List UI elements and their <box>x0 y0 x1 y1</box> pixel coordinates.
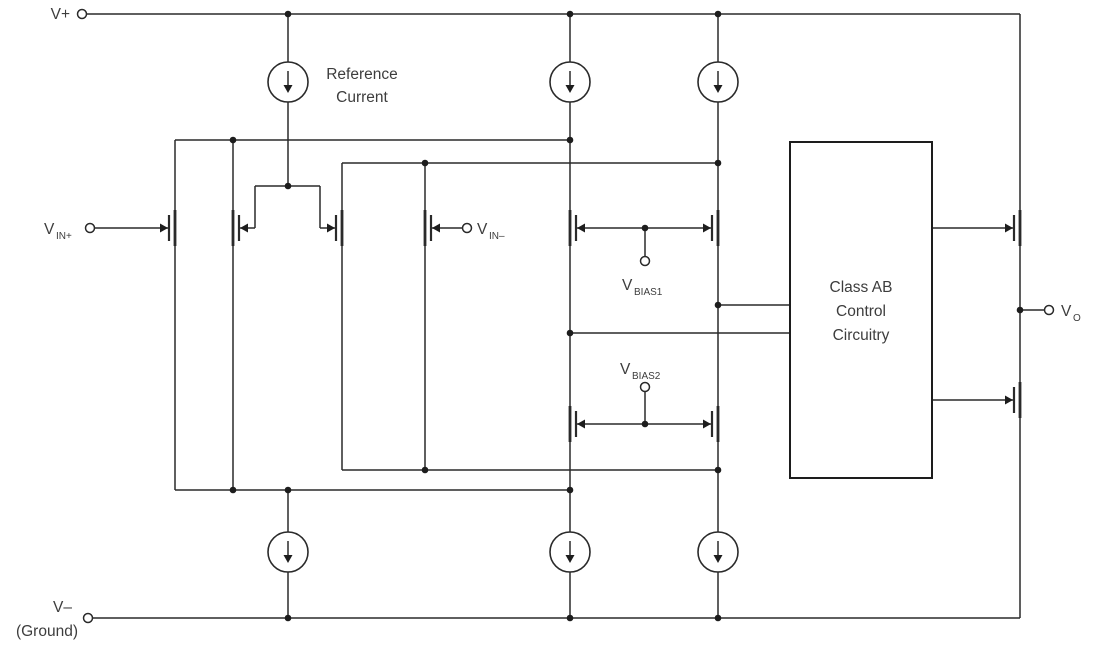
cascode-fet-top-right <box>645 210 720 246</box>
vout-terminal <box>1043 304 1055 316</box>
vbias1-label: V <box>622 277 633 294</box>
reference-current-label-line1: Reference <box>326 66 398 83</box>
fet-arrow-icon <box>240 223 248 233</box>
down-arrow-icon <box>283 555 293 563</box>
class-ab-box <box>789 141 933 479</box>
current-source-bottom-left <box>267 531 309 573</box>
vbias2-terminal <box>639 381 651 393</box>
vin-plus-label: V <box>44 221 55 238</box>
output-fet-bottom <box>932 382 1022 418</box>
input-fet-vinplus <box>95 140 177 490</box>
junction-dot <box>229 136 237 144</box>
vout-label: V <box>1061 303 1072 320</box>
junction-dot <box>714 10 722 18</box>
junction-dot <box>714 614 722 622</box>
junction-dot <box>421 159 429 167</box>
current-source-top-left <box>267 61 309 103</box>
class-ab-label-line1: Class AB <box>830 279 893 296</box>
class-ab-label-line3: Circuitry <box>833 327 890 344</box>
v-plus-terminal <box>76 8 88 20</box>
junction-dot <box>284 486 292 494</box>
down-arrow-icon <box>565 555 575 563</box>
input-fet-vinminus <box>423 163 462 470</box>
junction-dot <box>566 486 574 494</box>
current-source-top-middle <box>549 61 591 103</box>
v-plus-label: V+ <box>51 6 70 23</box>
junction-dot <box>566 614 574 622</box>
reference-current-label-line2: Current <box>336 89 388 106</box>
labels: V+ V– (Ground) V IN+ V IN– V BIAS1 V BIA… <box>16 6 1081 640</box>
vin-plus-label-sub: IN+ <box>56 231 72 242</box>
junction-dot <box>1016 306 1024 314</box>
input-fet-inner-left <box>231 140 255 490</box>
fet-arrow-icon <box>160 223 168 233</box>
junction-dot <box>284 10 292 18</box>
class-ab-label-line2: Control <box>836 303 886 320</box>
fet-arrow-icon <box>432 223 440 233</box>
fet-arrow-icon <box>1005 223 1013 233</box>
junction-dot <box>566 329 574 337</box>
terminals <box>76 8 1055 624</box>
vin-minus-label-sub: IN– <box>489 231 505 242</box>
fet-arrow-icon <box>577 223 585 233</box>
down-arrow-icon <box>713 555 723 563</box>
junction-dot <box>229 486 237 494</box>
junction-dot <box>714 301 722 309</box>
cascode-fet-top-left <box>568 210 645 246</box>
fet-arrow-icon <box>703 419 711 429</box>
vout-label-sub: O <box>1073 313 1081 324</box>
junction-dot <box>641 420 649 428</box>
cascode-fet-bottom-right <box>645 406 720 442</box>
current-source-top-right <box>697 61 739 103</box>
junction-dots <box>229 10 1024 622</box>
fet-arrow-icon <box>1005 395 1013 405</box>
fet-arrow-icon <box>703 223 711 233</box>
vin-minus-terminal <box>461 222 473 234</box>
vbias2-label-sub: BIAS2 <box>632 371 661 382</box>
junction-dot <box>714 159 722 167</box>
junction-dot <box>566 10 574 18</box>
junction-dot <box>284 182 292 190</box>
cascode-fet-bottom-left <box>568 406 645 442</box>
class-ab-block: Class AB Control Circuitry <box>789 141 933 479</box>
down-arrow-icon <box>565 85 575 93</box>
vbias2-label: V <box>620 361 631 378</box>
input-fet-inner-right <box>320 163 344 470</box>
output-fet-top <box>932 210 1022 246</box>
v-minus-label: V– <box>53 599 72 616</box>
fet-arrow-icon <box>577 419 585 429</box>
vbias1-label-sub: BIAS1 <box>634 287 663 298</box>
junction-dot <box>421 466 429 474</box>
current-source-bottom-right <box>697 531 739 573</box>
vin-minus-label: V <box>477 221 488 238</box>
v-minus-terminal <box>82 612 94 624</box>
fet-arrow-icon <box>327 223 335 233</box>
junction-dot <box>566 136 574 144</box>
current-source-bottom-middle <box>549 531 591 573</box>
down-arrow-icon <box>283 85 293 93</box>
ground-label: (Ground) <box>16 623 78 640</box>
junction-dot <box>641 224 649 232</box>
down-arrow-icon <box>713 85 723 93</box>
junction-dot <box>714 466 722 474</box>
vin-plus-terminal <box>84 222 96 234</box>
junction-dot <box>284 614 292 622</box>
vbias1-terminal <box>639 255 651 267</box>
